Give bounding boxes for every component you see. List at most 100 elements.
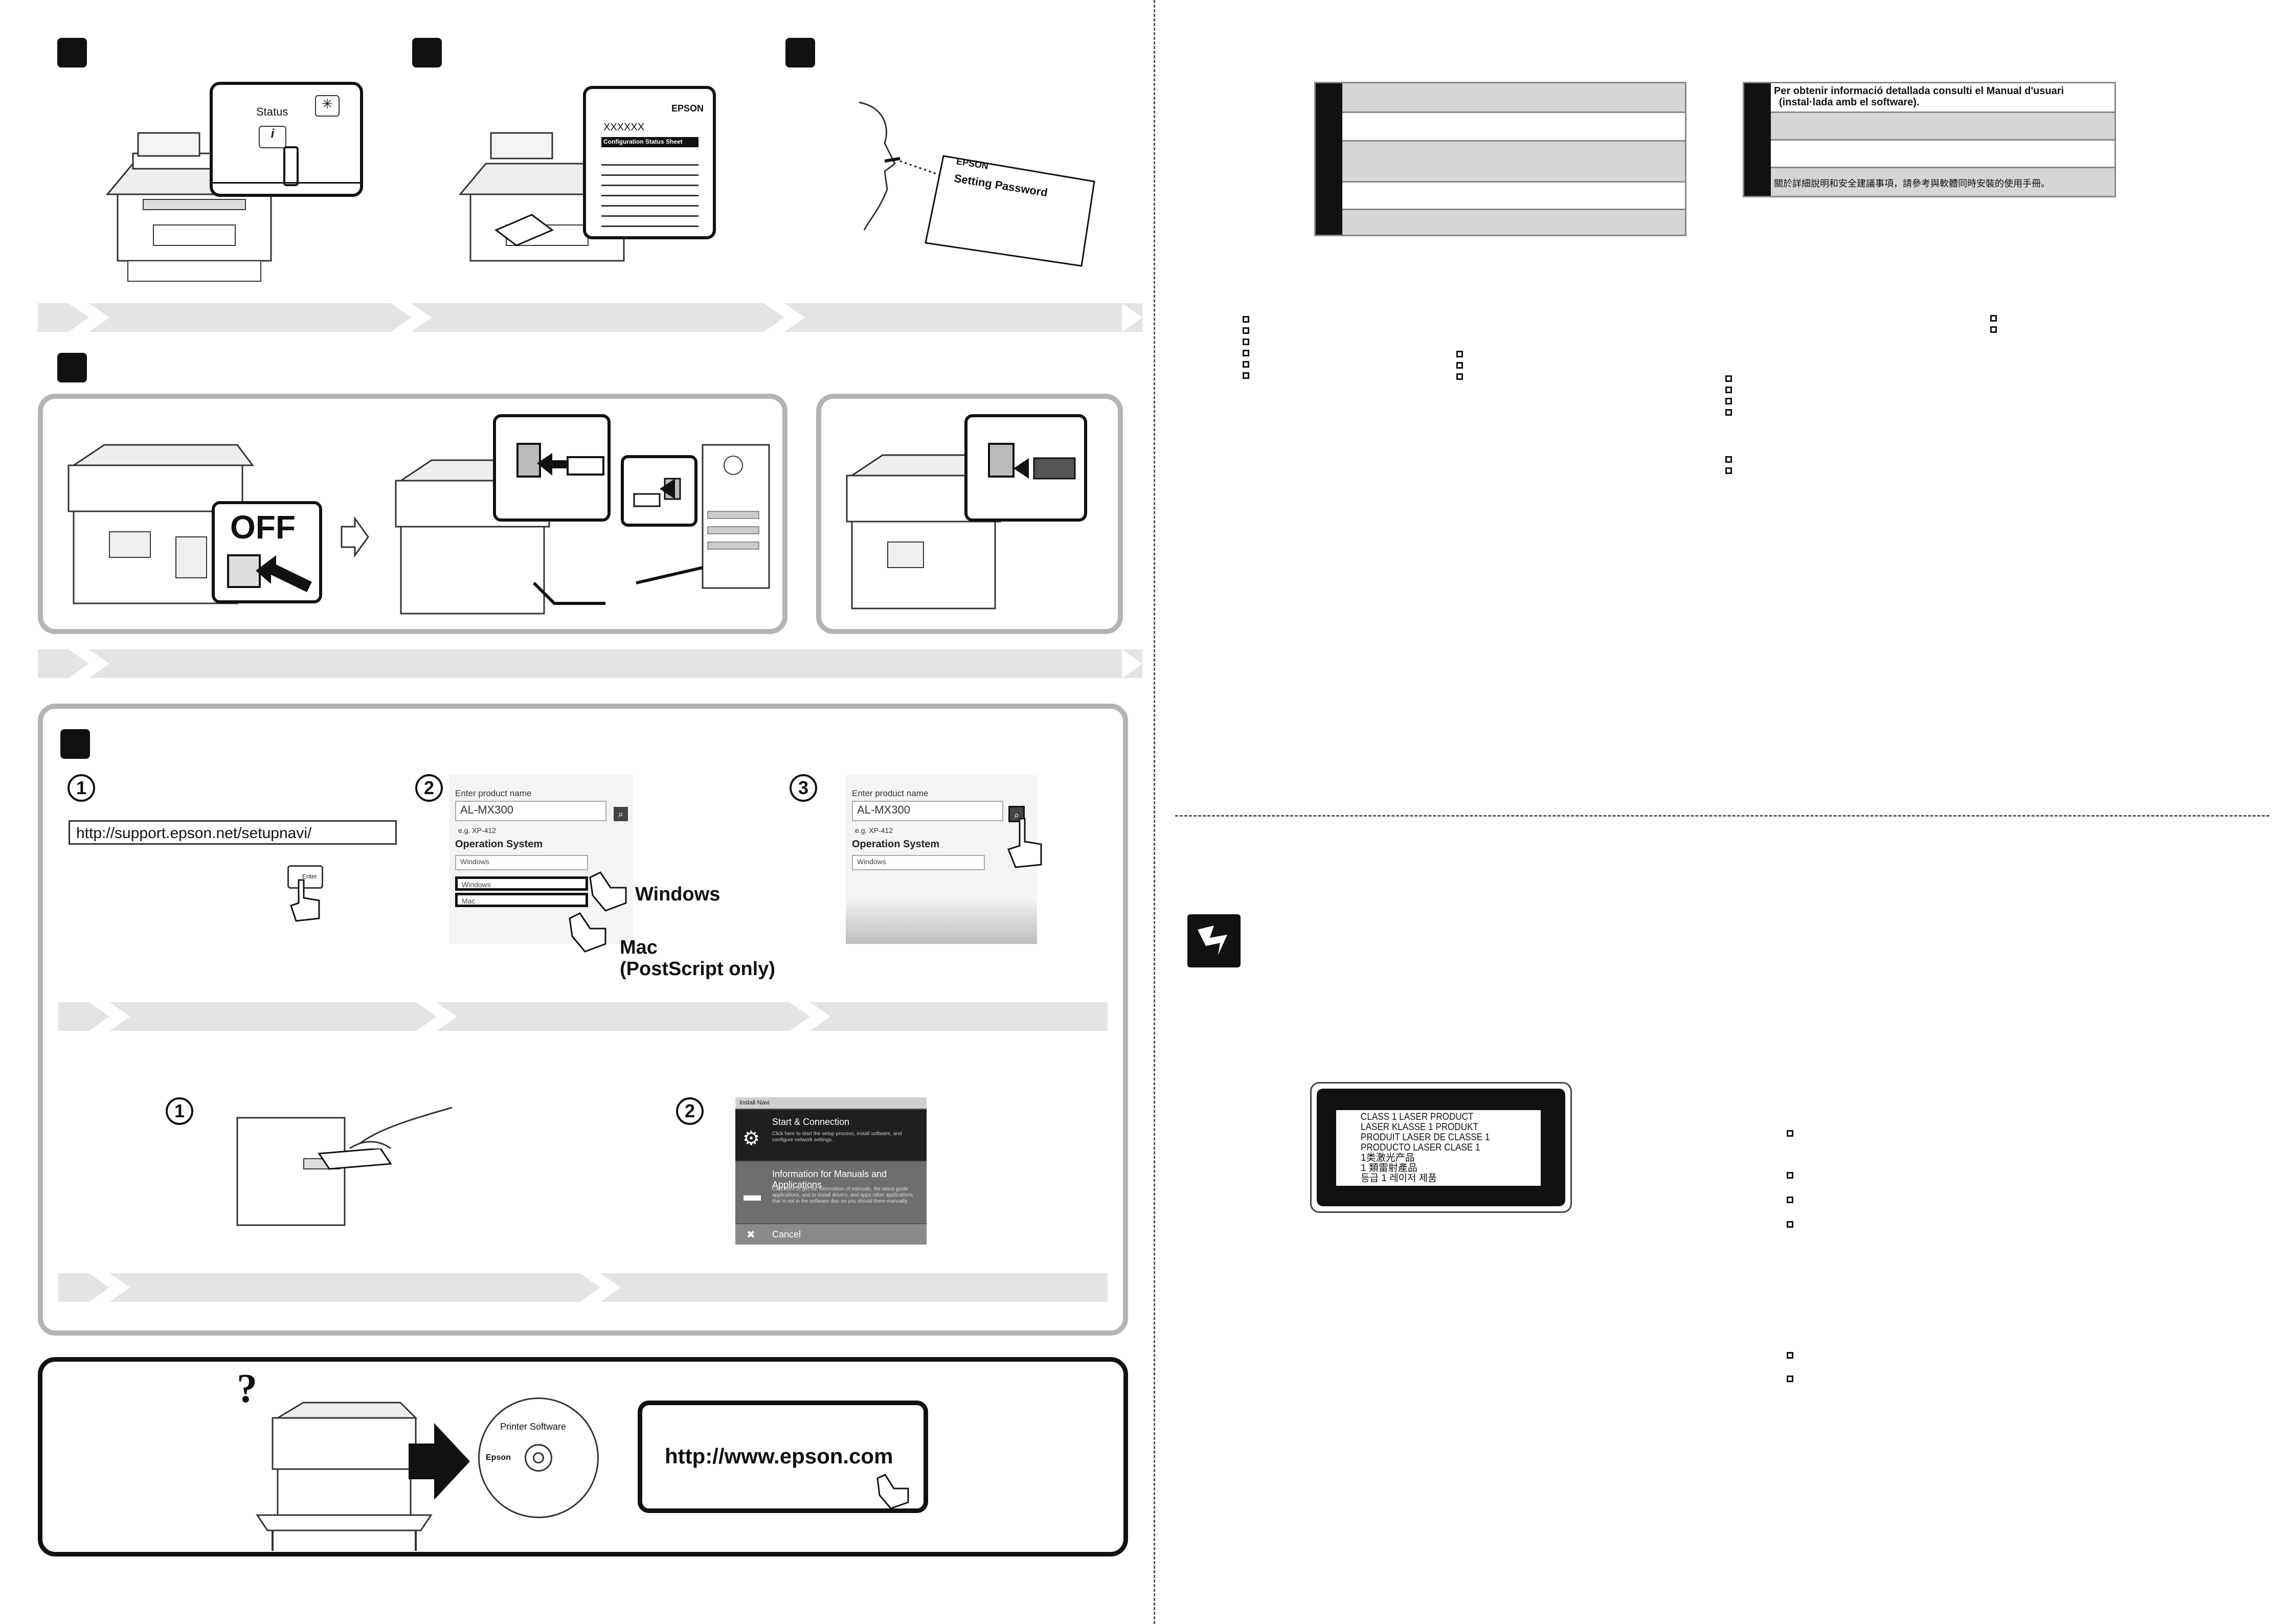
table-row (1342, 210, 1685, 235)
example-hint: e.g. XP-412 (855, 826, 893, 834)
status-led (283, 146, 299, 186)
checkbox-bullet (1787, 1221, 1793, 1228)
question-mark: ? (237, 1366, 257, 1411)
os-label: Operation System (852, 839, 940, 850)
asterisk-button: ✳ (315, 95, 340, 117)
os-option-mac[interactable]: Mac (455, 893, 588, 907)
language-table-right: Per obtenir informació detallada consult… (1743, 82, 2116, 197)
checkbox-bullet (1243, 350, 1249, 356)
checkbox-bullet (1243, 339, 1249, 345)
table-row (1342, 183, 1685, 210)
printer-on-table-illustration (247, 1382, 452, 1551)
substep-2-badge: 2 (415, 774, 443, 802)
setup-url-field[interactable]: http://support.epson.net/setupnavi/ (69, 820, 397, 845)
usb-port (516, 443, 541, 478)
disc-brand: Epson (486, 1453, 511, 1462)
password-card-illustration: EPSON Setting Password (849, 97, 1105, 271)
window-titlebar: Install Navi (735, 1097, 927, 1109)
laser-text-line: PRODUIT LASER DE CLASSE 1 (1361, 1132, 1490, 1143)
os-select[interactable]: Windows (455, 855, 588, 870)
progress-arrow-bar-2 (38, 649, 1142, 678)
table-row (1771, 113, 2114, 141)
config-sheet-illustration: EPSON XXXXXX Configuration Status Sheet (450, 77, 726, 286)
product-name-input[interactable]: AL-MX300 (852, 801, 1003, 821)
sheet-code: XXXXXX (603, 122, 645, 133)
product-name-label: Enter product name (852, 788, 929, 798)
example-hint: e.g. XP-412 (458, 826, 496, 834)
checkbox-bullet (1456, 362, 1463, 369)
printer-status-illustration: Status i ✳ (97, 77, 373, 286)
laser-text-line: PRODUCTO LASER CLASE 1 (1361, 1142, 1480, 1153)
cancel-label: Cancel (772, 1229, 801, 1239)
checkbox-bullet (1787, 1172, 1793, 1179)
pointing-hand-icon (290, 879, 320, 922)
power-switch (227, 554, 261, 588)
catalan-line-2: (instal·lada amb el software). (1779, 97, 1920, 108)
website-callout[interactable]: http://www.epson.com (638, 1401, 928, 1513)
usb-port-callout (493, 414, 611, 522)
laser-text-line: 등급 1 레이저 제품 (1361, 1173, 1437, 1184)
os-option-windows[interactable]: Windows (455, 876, 588, 891)
checkbox-bullet (1243, 361, 1249, 368)
panel-rule (213, 182, 360, 184)
os-label: Operation System (455, 839, 543, 850)
install-step-1-badge: 1 (166, 1097, 193, 1125)
cancel-item[interactable]: ✖ Cancel (735, 1224, 927, 1245)
off-label: OFF (230, 509, 296, 546)
table-row (1342, 142, 1685, 183)
install-step-2-badge: 2 (676, 1097, 704, 1125)
start-connection-title: Start & Connection (772, 1117, 850, 1127)
cancel-icon: ✖ (747, 1229, 755, 1240)
footer-gradient (846, 898, 1037, 944)
checkbox-bullet (1243, 327, 1249, 334)
website-link[interactable]: http://www.epson.com (665, 1444, 893, 1468)
setup-url: http://support.epson.net/setupnavi/ (76, 825, 312, 842)
table-row (1342, 113, 1685, 142)
callout-mac-note: (PostScript only) (620, 958, 776, 980)
product-name-screen-search: Enter product name AL-MX300 ⌕ e.g. XP-41… (846, 775, 1037, 944)
hand-cursor-icon (1007, 818, 1042, 868)
product-name-input[interactable]: AL-MX300 (455, 801, 606, 821)
horizontal-fold-line (1175, 815, 2269, 817)
laser-label-outer: CLASS 1 LASER PRODUCT LASER KLASSE 1 PRO… (1310, 1082, 1572, 1213)
start-connection-item[interactable]: ⚙ Start & Connection Click here to start… (735, 1110, 927, 1161)
substep-3-badge: 3 (790, 774, 817, 802)
sheet-brand: EPSON (671, 103, 704, 114)
network-port (988, 443, 1015, 478)
usb-connection-panel: OFF (38, 394, 787, 634)
network-port-callout (964, 414, 1087, 522)
install-navi-window: Install Navi ⚙ Start & Connection Click … (735, 1097, 927, 1245)
os-select[interactable]: Windows (852, 855, 985, 870)
substep-1-badge: 1 (67, 774, 95, 802)
help-panel: ? Printer Software Epson http://www.epso… (38, 1357, 1128, 1557)
electrical-warning-icon (1187, 914, 1241, 967)
software-setup-panel: 1 http://support.epson.net/setupnavi/ En… (38, 704, 1128, 1336)
checkbox-bullet (1243, 372, 1249, 379)
checkbox-bullet (1787, 1352, 1793, 1359)
table-right-tab (1744, 83, 1771, 196)
insert-disc-illustration (227, 1097, 472, 1230)
sheet-title-bar (601, 137, 699, 147)
disc-hole (525, 1444, 552, 1472)
laser-label-text-area: CLASS 1 LASER PRODUCT LASER KLASSE 1 PRO… (1336, 1110, 1541, 1186)
alt-connection-panel (816, 394, 1123, 634)
progress-arrow-bar-3 (58, 1002, 1108, 1031)
computer-illustration (616, 435, 779, 608)
laser-text-line: CLASS 1 LASER PRODUCT (1361, 1112, 1474, 1122)
manuals-item[interactable]: ▬ Information for Manuals and Applicatio… (735, 1162, 927, 1223)
search-button[interactable]: ⌕ (614, 807, 628, 821)
enter-key[interactable]: Enter (287, 865, 323, 889)
vertical-fold-line (1154, 0, 1155, 1624)
chinese-note: 關於詳細說明和安全建議事項，請參考與軟體同時安裝的使用手冊。 (1774, 178, 2050, 189)
checkbox-bullet (1725, 387, 1732, 393)
callout-mac: Mac (620, 937, 658, 958)
config-sheet: EPSON XXXXXX Configuration Status Sheet (583, 86, 716, 239)
progress-arrow-bar-4 (58, 1273, 1108, 1302)
checkbox-bullet (1725, 409, 1732, 416)
checkbox-bullet (1990, 326, 1997, 333)
sheet-lines (601, 155, 699, 227)
checkbox-bullet (1787, 1130, 1793, 1137)
catalan-line-1: Per obtenir informació detallada consult… (1774, 85, 2064, 97)
off-switch-callout: OFF (212, 501, 322, 603)
left-half: Status i ✳ EPSON XXXXXX Configuration St… (38, 38, 1142, 1557)
